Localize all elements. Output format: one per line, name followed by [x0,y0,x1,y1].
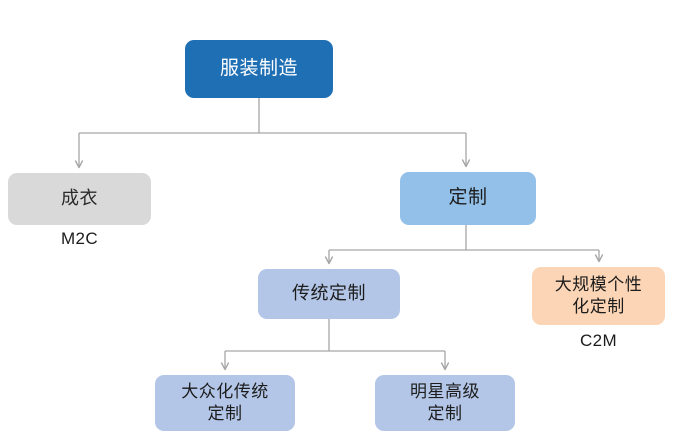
node-mass-personalized-custom[interactable]: 大规模个性 化定制 [532,267,665,325]
node-label: 明星高级 定制 [410,382,480,423]
edge-root-to-level1 [79,98,466,167]
edge-traditional-to-level3 [225,319,445,369]
node-label: 定制 [448,187,488,209]
node-ready-to-wear[interactable]: 成衣 [8,173,151,225]
node-label: 成衣 [61,188,98,209]
node-label: 大众化传统 定制 [181,382,269,423]
node-label: 传统定制 [292,283,366,304]
node-custom-made[interactable]: 定制 [400,172,536,225]
node-label: 大规模个性 化定制 [554,275,643,316]
caption-m2c: M2C [60,229,99,248]
node-popular-traditional-custom[interactable]: 大众化传统 定制 [155,375,295,431]
edge-custom-to-level2 [329,225,599,263]
caption-c2m: C2M [579,331,618,350]
node-label: 服装制造 [219,57,298,79]
node-star-haute-couture[interactable]: 明星高级 定制 [375,375,515,431]
node-apparel-manufacturing[interactable]: 服装制造 [185,40,333,98]
node-traditional-custom[interactable]: 传统定制 [258,269,400,319]
